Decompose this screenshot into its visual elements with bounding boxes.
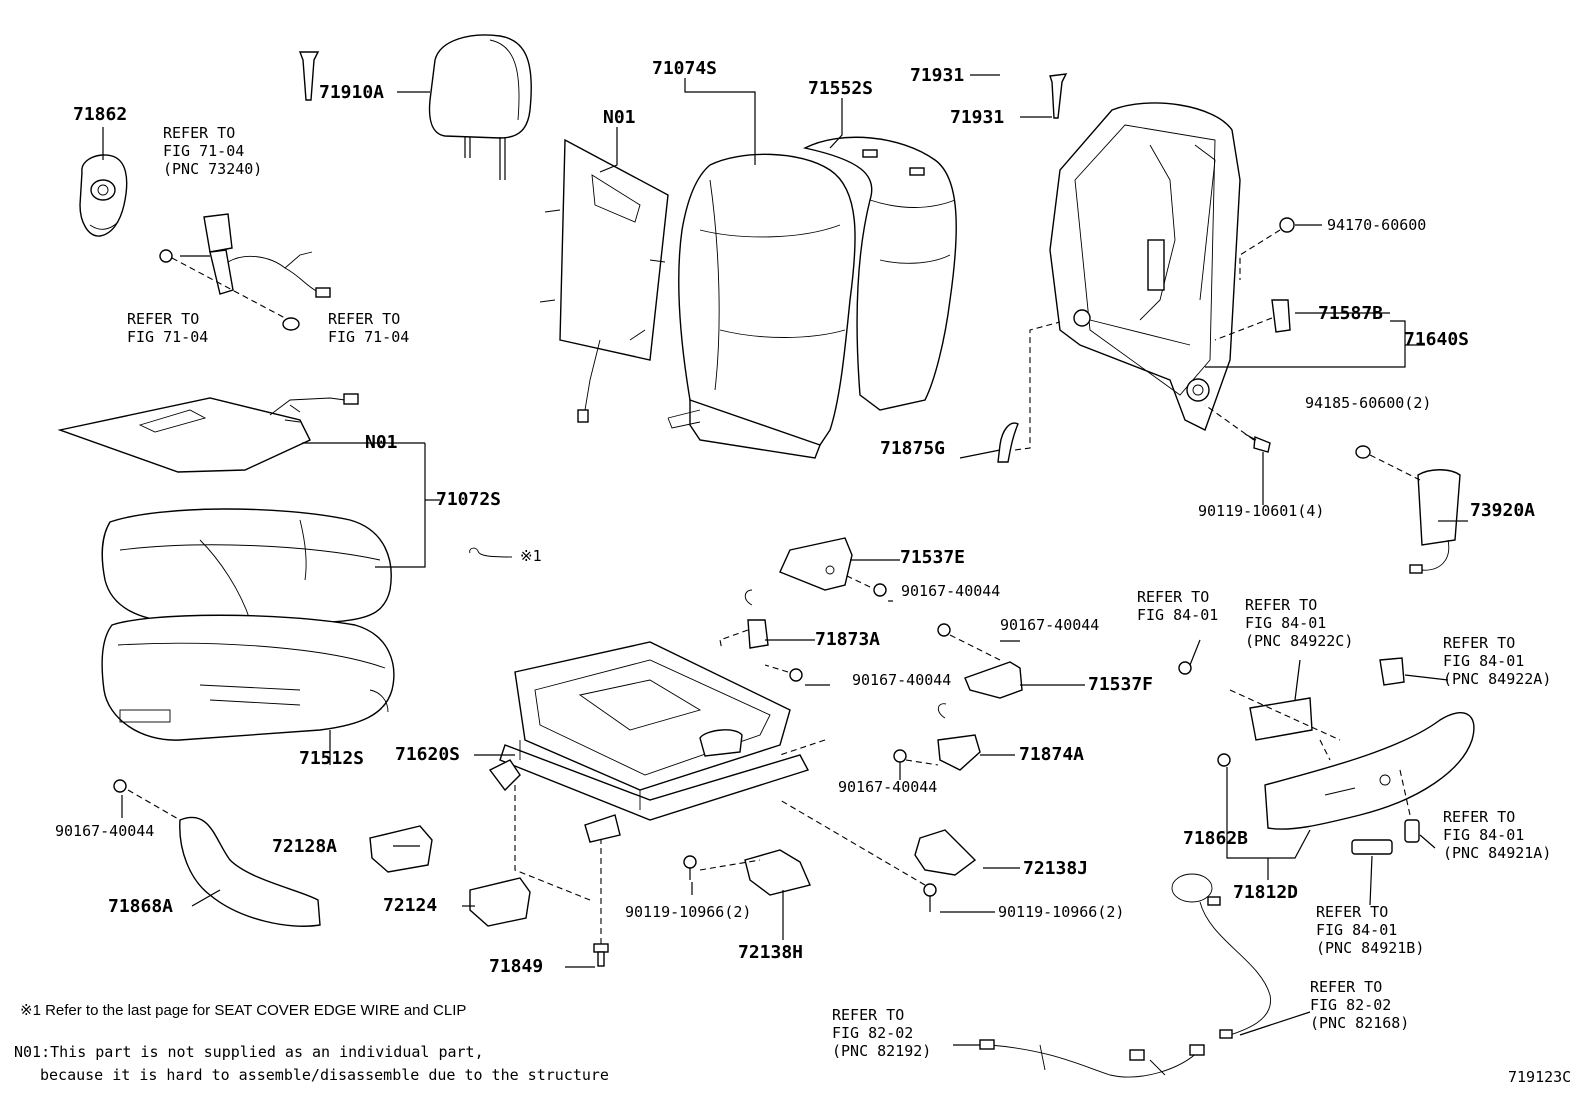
label-73920A: 73920A (1470, 500, 1535, 521)
ref-fig84-right: REFER TO FIG 84-01 (PNC 84922A) (1443, 634, 1551, 688)
ref-fig82-left: REFER TO FIG 82-02 (PNC 82192) (832, 1006, 931, 1060)
ref-belt-top: REFER TO FIG 71-04 (PNC 73240) (163, 124, 262, 178)
drawing-71868A (113, 779, 321, 927)
drawing-72124 (469, 785, 591, 927)
label-71849: 71849 (489, 956, 543, 977)
label-71862: 71862 (73, 104, 127, 125)
label-72138H: 72138H (738, 942, 803, 963)
label-71074S: 71074S (652, 58, 717, 79)
drawing-71072S-cushion-cover (101, 508, 392, 623)
label-71931-b: 71931 (950, 107, 1004, 128)
note-n01-line2: because it is hard to assemble/disassemb… (40, 1066, 609, 1084)
label-71874A: 71874A (1019, 744, 1084, 765)
label-72138J: 72138J (1023, 858, 1088, 879)
drawing-90119-10966-bolts (683, 799, 937, 912)
label-72124: 72124 (383, 895, 437, 916)
drawing-71552S-back-board (802, 136, 957, 411)
drawing-71537F (937, 623, 1023, 699)
label-94185-60600: 94185-60600(2) (1305, 394, 1431, 412)
ref-fig84-mid: REFER TO FIG 84-01 (PNC 84922C) (1245, 596, 1353, 650)
note-n01-line1: N01:This part is not supplied as an indi… (14, 1043, 484, 1061)
label-N01-cushion: N01 (365, 432, 398, 453)
ref-fig84-bottom: REFER TO FIG 84-01 (PNC 84921B) (1316, 903, 1424, 957)
part-labels: 71862 71910A 71074S N01 71552S 71931 719… (55, 58, 1535, 977)
label-71072S: 71072S (436, 489, 501, 510)
label-90167-40044-a: 90167-40044 (901, 582, 1000, 600)
label-94170-60600: 94170-60600 (1327, 216, 1426, 234)
label-71812D: 71812D (1233, 882, 1298, 903)
drawing-72128A (369, 825, 433, 873)
drawing-73920A-airbag (1355, 445, 1461, 574)
refer-to-notes: REFER TO FIG 71-04 (PNC 73240) REFER TO … (127, 124, 1551, 1060)
drawing-71874A (779, 703, 981, 771)
footnotes: ※1 Refer to the last page for SEAT COVER… (14, 1002, 1571, 1086)
drawing-71512S-cushion-pad (101, 614, 395, 741)
drawing-N01-cushion-heater (57, 393, 359, 473)
label-71931-a: 71931 (910, 65, 964, 86)
drawing-72138H (699, 849, 811, 896)
drawing-90167-bolt-a (844, 574, 887, 597)
label-71910A: 71910A (319, 82, 384, 103)
label-71537F: 71537F (1088, 674, 1153, 695)
drawing-71873A (719, 589, 803, 682)
label-71862B: 71862B (1183, 828, 1248, 849)
label-71620S: 71620S (395, 744, 460, 765)
label-90167-40044-b: 90167-40044 (1000, 616, 1099, 634)
note-clip: ※1 Refer to the last page for SEAT COVER… (20, 1002, 466, 1019)
drawing-71875G (997, 321, 1061, 463)
label-71640S: 71640S (1404, 329, 1469, 350)
drawing-71812D-shield (1264, 712, 1475, 830)
label-90167-40044-c: 90167-40044 (852, 671, 951, 689)
drawing-71537E (779, 537, 853, 591)
drawing-72138J (914, 829, 977, 876)
label-90119-10966-b: 90119-10966(2) (998, 903, 1124, 921)
clip-marker: ※1 (520, 547, 542, 565)
drawing-clip-symbol (469, 547, 513, 558)
label-72128A: 72128A (272, 836, 337, 857)
drawing-seatbelt-buckle (159, 213, 331, 331)
label-71587B: 71587B (1318, 303, 1383, 324)
label-N01-back: N01 (603, 107, 636, 128)
drawing-71849-pin (593, 840, 609, 967)
label-90119-10966-a: 90119-10966(2) (625, 903, 751, 921)
drawing-71074S-back-cover (667, 153, 856, 459)
leader-lines (102, 74, 1468, 1046)
label-90167-40044-e: 90167-40044 (55, 822, 154, 840)
drawing-71587B (1214, 299, 1291, 341)
drawing-wire-harness (979, 873, 1271, 1078)
drawing-71640S-back-frame (1049, 102, 1241, 431)
ref-fig84-knob: REFER TO FIG 84-01 (PNC 84921A) (1443, 808, 1551, 862)
drawing-power-seat-switches (1178, 657, 1420, 855)
drawing-N01-back-heater (539, 138, 669, 423)
drawing-71862 (79, 154, 128, 237)
label-90167-40044-d: 90167-40044 (838, 778, 937, 796)
figure-id: 719123C (1508, 1068, 1571, 1086)
ref-fig82-right: REFER TO FIG 82-02 (PNC 82168) (1310, 978, 1409, 1032)
drawing-94170-nut (1239, 217, 1295, 280)
drawing-71931-guides (298, 51, 1068, 119)
drawing-71910A-headrest (428, 34, 532, 180)
ref-belt-left: REFER TO FIG 71-04 (127, 310, 208, 346)
label-71537E: 71537E (900, 547, 965, 568)
label-71868A: 71868A (108, 896, 173, 917)
label-71873A: 71873A (815, 629, 880, 650)
ref-belt-right: REFER TO FIG 71-04 (328, 310, 409, 346)
drawing-71620S-seat-adjuster (488, 641, 810, 843)
label-71512S: 71512S (299, 748, 364, 769)
ref-fig84-left: REFER TO FIG 84-01 (1137, 588, 1218, 624)
drawing-90119-10601-bolt (1204, 404, 1271, 453)
label-71552S: 71552S (808, 78, 873, 99)
label-71875G: 71875G (880, 438, 945, 459)
label-90119-10601: 90119-10601(4) (1198, 502, 1324, 520)
